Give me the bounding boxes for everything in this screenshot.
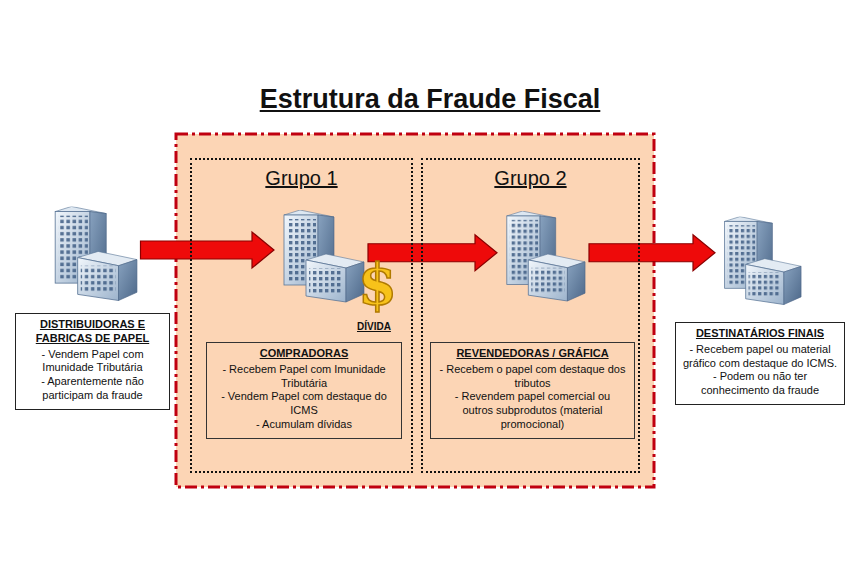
building-icon: [47, 205, 139, 305]
company-node: DESTINATÁRIOS FINAIS - Recebem papel ou m…: [675, 210, 845, 405]
box-heading: Grupo 2: [423, 166, 638, 191]
building-icon: [276, 210, 366, 305]
building-icon: [717, 210, 803, 314]
building-shape: [507, 211, 585, 301]
flow-arrow: [589, 235, 715, 271]
building-shape: [284, 210, 364, 302]
bullet-text: - Vendem Papel com destaque do ICMS: [215, 390, 393, 418]
group-box: Grupo 1 COMPRADORAS - Recebem Papel com Im…: [190, 158, 413, 473]
building-graphic: [47, 205, 139, 305]
dollar-symbol: $: [358, 256, 397, 312]
building-icon: [499, 210, 587, 305]
bullet-text: - Recebem o papel com destaque dos tribu…: [439, 363, 626, 391]
box-heading: DISTRIBUIDORAS E FABRICAS DE PAPEL: [22, 318, 163, 346]
role-box: COMPRADORAS - Recebem Papel com Imunidade…: [206, 342, 402, 439]
role-box: REVENDEDORAS / GRÁFICA - Recebem o papel …: [430, 342, 635, 439]
fraud-region: [176, 134, 654, 487]
info-panel: DISTRIBUIDORAS E FABRICAS DE PAPEL- Vend…: [15, 313, 170, 410]
bullet-text: - Acumulam dívidas: [215, 418, 393, 432]
debt-label: DÍVIDA: [357, 321, 391, 332]
box-heading: COMPRADORAS: [215, 347, 393, 361]
flow-arrow: [141, 232, 275, 268]
box-heading: DESTINATÁRIOS FINAIS: [682, 327, 838, 341]
building-shape: [725, 217, 801, 305]
bullet-text: - Podem ou não ter conhecimento da fraud…: [682, 370, 838, 398]
building-graphic: [276, 210, 366, 305]
diagram-title: Estrutura da Fraude Fiscal: [0, 84, 860, 115]
bullet-text: - Revendem papel comercial ou outros sub…: [439, 390, 626, 431]
company-node: DISTRIBUIDORAS E FABRICAS DE PAPEL- Vend…: [15, 205, 170, 410]
bullet-text: - Recebem papel ou material gráfico com …: [682, 343, 838, 371]
bullet-text: - Vendem Papel com Imunidade Tributária: [22, 348, 163, 376]
bullet-text: - Recebem Papel com Imunidade Tributária: [215, 363, 393, 391]
building-shape: [55, 206, 137, 300]
box-heading: REVENDEDORAS / GRÁFICA: [439, 347, 626, 361]
building-graphic: [499, 210, 587, 305]
building-graphic: [717, 210, 803, 314]
info-panel: DESTINATÁRIOS FINAIS - Recebem papel ou m…: [675, 322, 845, 405]
group-box: Grupo 2 REVENDEDORAS / GRÁFICA - Recebem o…: [421, 158, 640, 473]
box-heading: Grupo 1: [192, 166, 411, 191]
bullet-text: - Aparentemente não participam da fraude: [22, 375, 163, 403]
